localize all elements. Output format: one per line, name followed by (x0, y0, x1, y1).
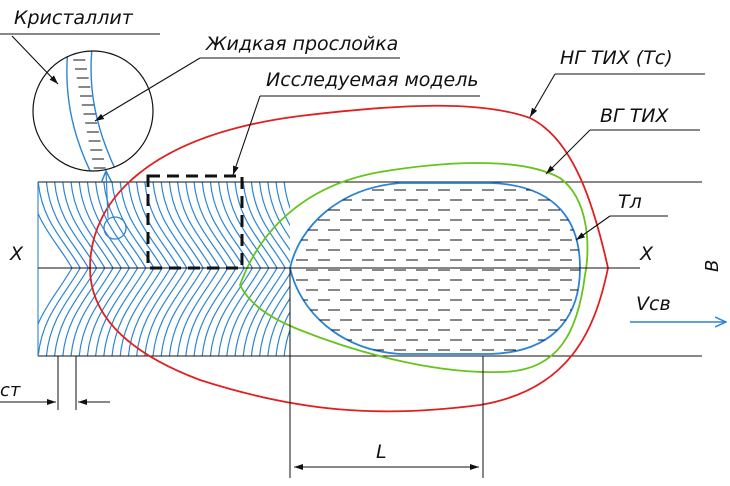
grain-arc (119, 267, 163, 356)
grain-arc (283, 328, 290, 356)
dimension-L (289, 268, 484, 478)
grain-arc (201, 182, 245, 269)
label-vg-tih: ВГ ТИХ (600, 105, 669, 127)
grain-arc (38, 182, 81, 269)
grain-arc (160, 267, 204, 356)
grain-arc (152, 267, 196, 356)
dimension-st (0, 356, 110, 410)
label-axis-left: X (9, 243, 24, 265)
grain-arc (136, 267, 180, 356)
grain-arc (54, 182, 98, 269)
grain-arc (62, 182, 106, 269)
grain-arc (38, 267, 81, 356)
sample-leader (106, 171, 108, 219)
grain-arc (193, 267, 237, 356)
grain-arc (38, 211, 73, 269)
grain-arc (275, 310, 290, 356)
grain-arc (226, 267, 270, 356)
grain-arc (119, 182, 163, 269)
studied-model-box (146, 174, 244, 270)
grain-arc (127, 182, 171, 269)
grain-arc (177, 267, 221, 356)
grain-arc (209, 182, 253, 269)
label-side-mark: В (702, 260, 723, 272)
grain-arc (226, 182, 270, 269)
grain-arc (242, 182, 286, 269)
grain-arc (38, 267, 73, 326)
grain-arc (103, 182, 147, 269)
label-liquid-interlayer: Жидкая прослойка (205, 33, 398, 55)
grain-arc (218, 182, 262, 269)
grain-arc (267, 297, 290, 356)
grain-arc (78, 267, 122, 356)
grain-arc (185, 182, 229, 269)
grain-arc (234, 267, 278, 356)
label-tl: Тл (618, 191, 642, 213)
magnified-crystallite-view (32, 50, 154, 172)
grain-arc (70, 267, 114, 356)
grain-arc (168, 267, 212, 356)
label-crystallite: Кристаллит (14, 7, 134, 29)
grain-arc (144, 182, 188, 269)
grain-arc (45, 267, 89, 356)
grain-arc (185, 267, 229, 356)
grain-arc (283, 182, 290, 210)
grain-arc (136, 182, 180, 269)
grain-arc (250, 182, 290, 264)
grain-arc (234, 182, 278, 269)
grain-arc (103, 267, 147, 356)
label-speed: Vсв (636, 293, 671, 315)
label-length: L (376, 441, 387, 463)
label-st: ст (0, 380, 21, 401)
grain-arc (209, 267, 253, 356)
grain-arc (111, 267, 155, 356)
grain-arc (250, 272, 290, 356)
grain-arc (160, 182, 204, 269)
grain-arc (201, 267, 245, 356)
grain-arc (275, 182, 290, 227)
leader-lines (0, 33, 705, 241)
grain-arc (259, 285, 290, 356)
grain-arc (62, 267, 106, 356)
vg-tih-contour (239, 162, 589, 373)
grain-arc (95, 182, 139, 269)
label-axis-right: X (639, 243, 654, 265)
grain-arc (144, 267, 188, 356)
grain-arc (45, 182, 89, 269)
grain-arc (95, 267, 139, 356)
grain-arc (152, 182, 196, 269)
grain-arc (267, 182, 290, 240)
grain-arc (168, 182, 212, 269)
label-ng-tih: НГ ТИХ (Тс) (560, 47, 673, 69)
grain-arc (70, 182, 114, 269)
grain-arc (218, 267, 262, 356)
liquid-hatching (296, 189, 580, 351)
grain-arc (193, 182, 237, 269)
label-studied-model: Исследуемая модель (266, 69, 479, 91)
grain-arc (259, 182, 290, 252)
grain-arc (86, 267, 130, 356)
grain-arc (177, 182, 221, 269)
sample-point-circle (103, 216, 127, 240)
